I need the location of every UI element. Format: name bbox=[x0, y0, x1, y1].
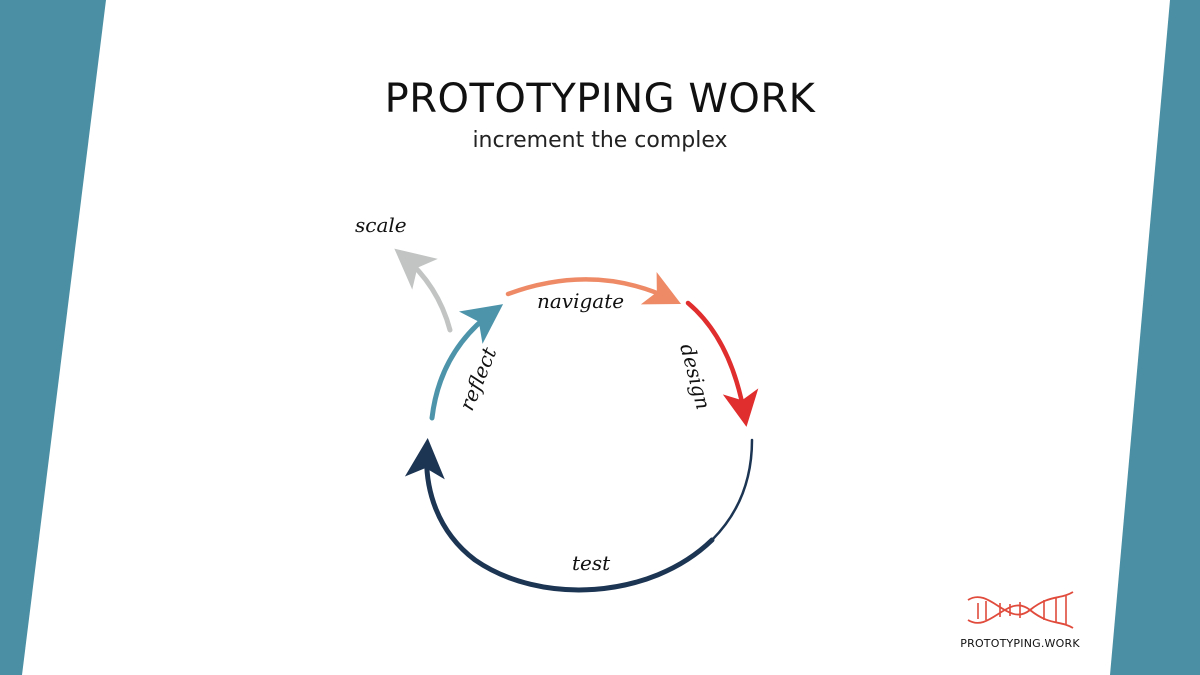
prototyping-work-logo bbox=[967, 591, 1074, 629]
cycle-right-segment bbox=[710, 438, 754, 542]
scale-arrow bbox=[394, 248, 453, 333]
logo-wordmark: PROTOTYPING.WORK bbox=[960, 637, 1080, 650]
left-side-bar bbox=[0, 0, 106, 675]
design-label: design bbox=[675, 341, 716, 412]
reflect-label: reflect bbox=[454, 343, 501, 414]
reflect-arrow bbox=[429, 304, 504, 421]
slide-subtitle: increment the complex bbox=[472, 128, 728, 153]
design-arrow bbox=[685, 300, 759, 427]
test-label: test bbox=[572, 551, 611, 575]
right-side-bar bbox=[1110, 0, 1200, 675]
test-arrow bbox=[404, 438, 715, 593]
navigate-label: navigate bbox=[537, 289, 624, 313]
navigate-arrow bbox=[505, 271, 682, 305]
scale-label: scale bbox=[355, 213, 407, 237]
slide-title: PROTOTYPING WORK bbox=[384, 76, 816, 122]
